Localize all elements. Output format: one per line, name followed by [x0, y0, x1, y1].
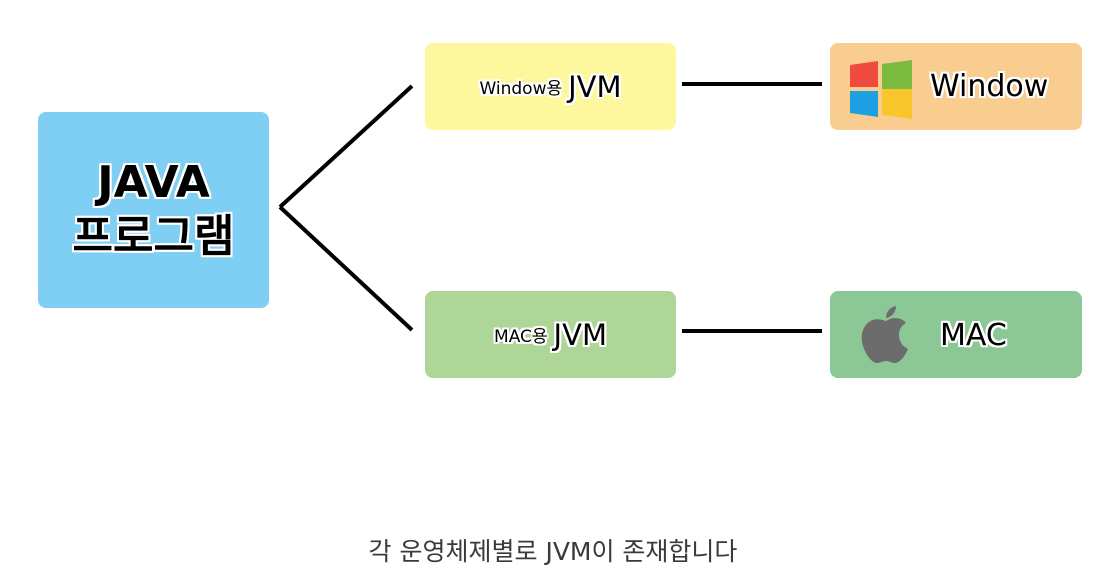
connector-java-to-window-jvm [278, 84, 414, 209]
apple-logo-icon [861, 306, 908, 363]
window-os-label: Window [930, 69, 1049, 104]
java-program-line2: 프로그램 [72, 211, 235, 262]
window-jvm-prefix: Window용 [479, 79, 563, 99]
mac-jvm-prefix: MAC용 [494, 327, 548, 347]
java-program-line1: JAVA [97, 157, 210, 209]
mac-jvm-label: JVM [553, 317, 607, 352]
mac-jvm-box: MAC용 JVM [425, 291, 676, 378]
window-os-box: Window [830, 43, 1082, 130]
window-jvm-box: Window용 JVM [425, 43, 676, 130]
diagram-caption: 각 운영체제별로 JVM이 존재합니다 [368, 537, 738, 566]
mac-os-label: MAC [940, 318, 1007, 353]
connector-java-to-mac-jvm [278, 205, 414, 332]
mac-os-box: MAC [830, 291, 1082, 378]
java-program-box: JAVA 프로그램 [38, 112, 269, 308]
windows-logo-icon [850, 60, 912, 119]
window-jvm-label: JVM [568, 69, 622, 104]
